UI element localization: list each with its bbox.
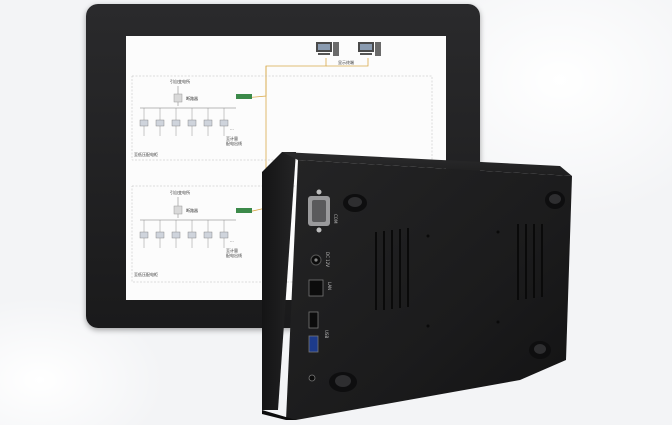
dc-power-jack[interactable] [310, 254, 322, 266]
screw-holes [426, 230, 500, 328]
vent-slots-right [517, 224, 543, 300]
power-button[interactable] [308, 374, 316, 382]
dc-label: DC 12V [325, 252, 330, 267]
com-port[interactable] [308, 189, 330, 233]
mounting-boss-bottom-left [329, 372, 357, 392]
group1-title: 引自变电所 [170, 78, 190, 84]
enclosure-top-edge [282, 152, 572, 176]
network-switch-2 [236, 208, 252, 213]
mounting-boss-top-right [545, 191, 565, 209]
group1-ellipsis: ... [230, 126, 234, 131]
pc-icon-right [358, 42, 381, 56]
group2-side: 至计量 [226, 247, 238, 253]
vent-slots-left [375, 228, 409, 310]
io-panel: COM DC 12V LAN USB [308, 189, 338, 382]
com-label: COM [333, 214, 338, 224]
top-pc-label: 显示终端 [338, 59, 354, 65]
group2-bus: 配电出线 [226, 252, 242, 258]
group2-footer: 至低压配电柜 [134, 271, 158, 277]
enclosure-left-edge [262, 152, 296, 410]
group2-ellipsis: ... [230, 238, 234, 243]
group1-bus: 配电出线 [226, 140, 242, 146]
lan-port[interactable] [308, 279, 324, 297]
pc-icon-left [316, 42, 339, 56]
usb-port-1[interactable] [308, 311, 319, 329]
group2-meters [139, 220, 229, 248]
group1-meters [139, 108, 229, 136]
usb-label: USB [324, 330, 329, 338]
group2-title: 引自变电所 [170, 189, 190, 195]
usb-port-2[interactable] [308, 335, 319, 353]
group2-breaker: 断路器 [186, 207, 198, 213]
lan-label: LAN [327, 282, 332, 290]
group1-footer: 至低压配电柜 [134, 151, 158, 157]
group1-side: 至计量 [226, 135, 238, 141]
mounting-boss-bottom-right [529, 341, 551, 359]
enclosure-back-panel [286, 160, 572, 420]
network-switch-1 [236, 94, 252, 99]
mounting-boss-top-left [343, 194, 367, 212]
group1-breaker: 断路器 [186, 95, 198, 101]
